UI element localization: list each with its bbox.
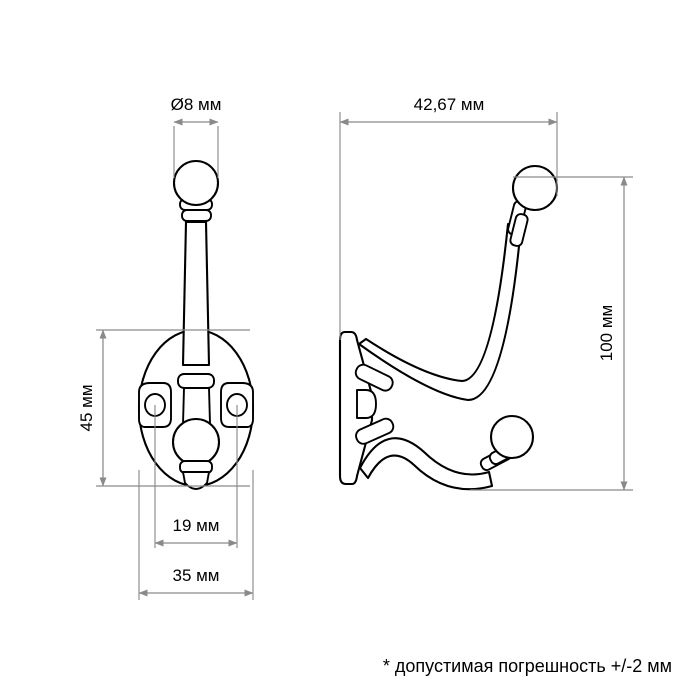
dimension-label-hole-spacing: 19 мм <box>172 516 219 535</box>
front-view <box>137 159 255 490</box>
front-top-ball <box>172 159 220 207</box>
tolerance-footnote: * допустимая погрешность +/-2 мм <box>383 656 672 676</box>
side-screw-hole <box>356 389 377 419</box>
dimension-projection: 42,67 мм <box>339 95 558 340</box>
front-shaft <box>181 220 211 367</box>
dimension-label-diameter: Ø8 мм <box>171 95 222 114</box>
front-lower-ball <box>171 417 221 467</box>
front-upper-collar-1 <box>181 209 212 222</box>
side-collar-upper <box>354 363 394 392</box>
dimension-plate-width: 35 мм <box>138 470 254 600</box>
dimension-plate-height: 45 мм <box>77 329 250 487</box>
side-collar-lower <box>355 417 395 445</box>
front-shaft-collar <box>177 373 215 389</box>
side-lower-arm <box>358 437 494 491</box>
side-upper-collar-1 <box>509 213 529 247</box>
dimension-diameter: Ø8 мм <box>171 95 222 178</box>
dimension-label-projection: 42,67 мм <box>414 95 485 114</box>
dimension-label-total-height: 100 мм <box>597 305 616 361</box>
dimension-label-plate-height: 45 мм <box>77 384 96 431</box>
side-lower-ball <box>489 414 535 460</box>
dimension-total-height: 100 мм <box>470 176 633 491</box>
front-tip <box>182 471 210 490</box>
dimension-hole-spacing: 19 мм <box>154 405 238 548</box>
side-view <box>338 164 559 491</box>
dimension-label-plate-width: 35 мм <box>172 566 219 585</box>
side-upper-ball <box>511 164 559 212</box>
